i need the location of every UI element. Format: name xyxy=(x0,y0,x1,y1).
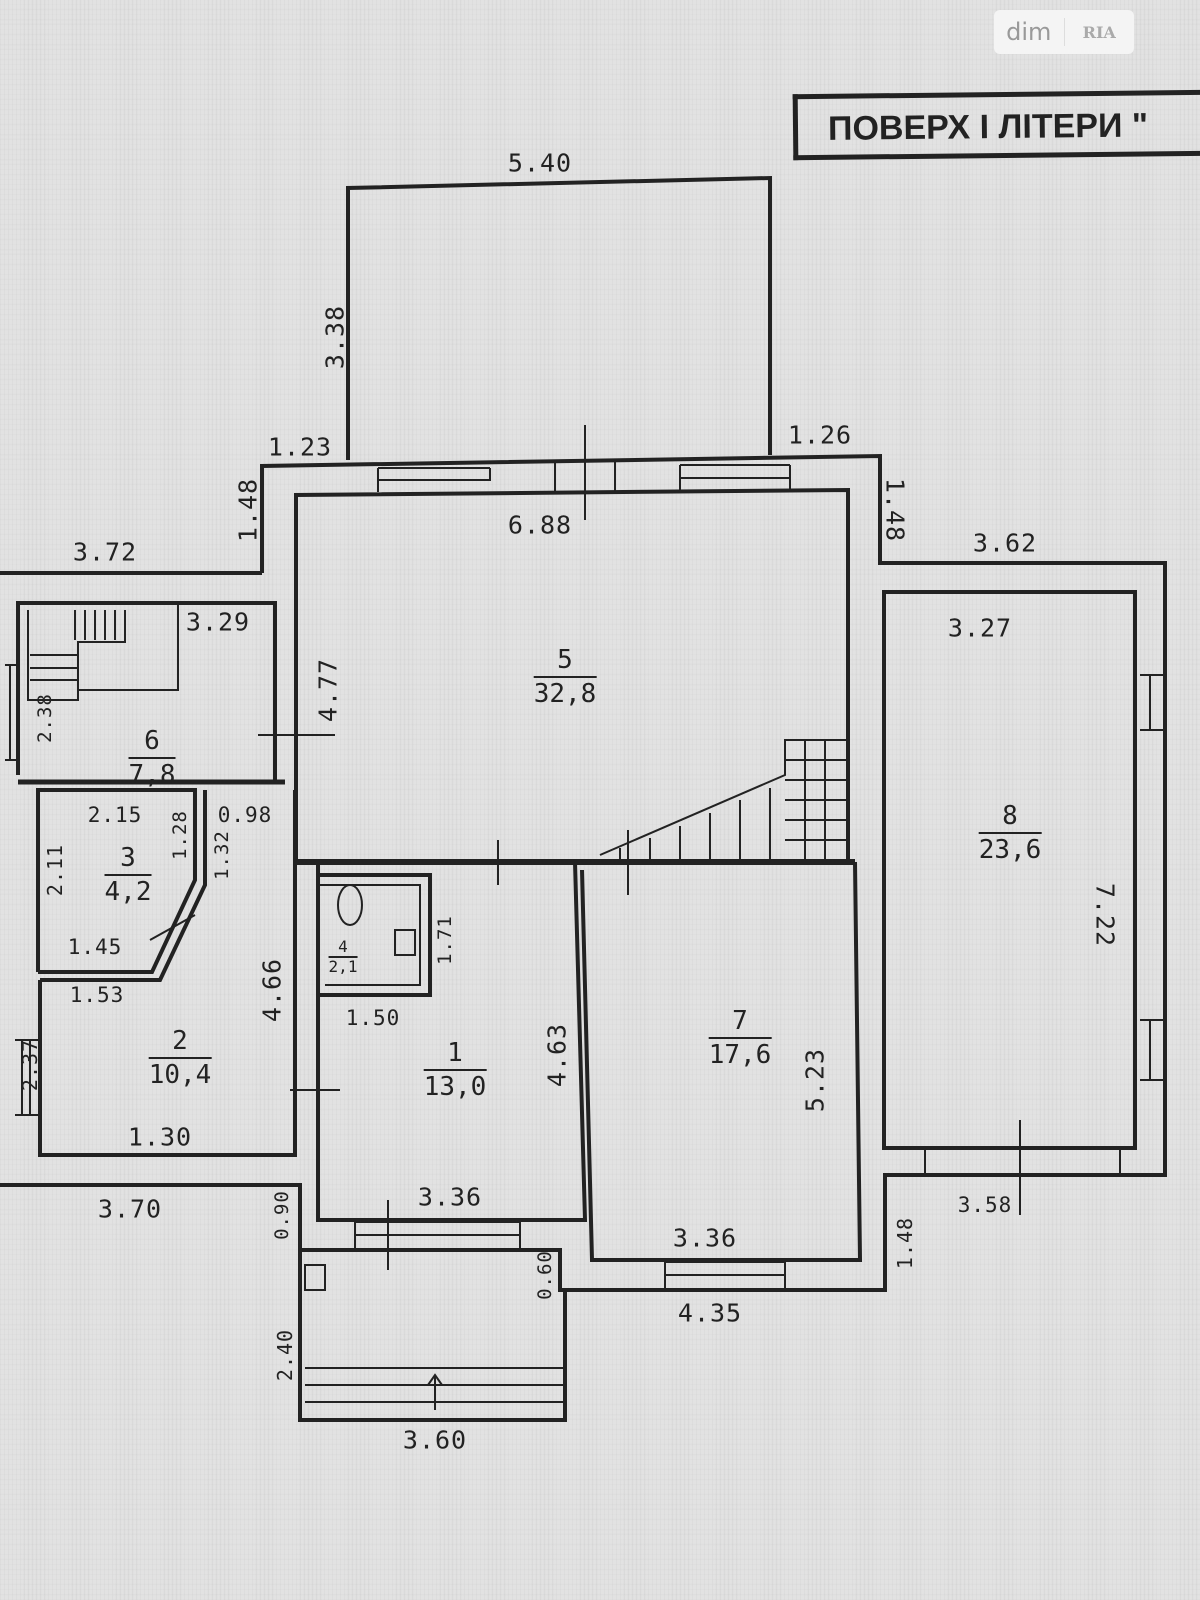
room-3-wall xyxy=(36,788,197,974)
dim-label: 2.11 xyxy=(43,843,67,897)
dim-label: 1.28 xyxy=(169,810,191,860)
right-windows xyxy=(924,674,1165,1175)
room-1-wall xyxy=(316,861,588,1222)
dim-label: 2.37 xyxy=(18,1038,42,1092)
bottom-windows xyxy=(354,1221,786,1290)
dim-label: 1.50 xyxy=(345,1006,401,1030)
dim-label: 3.58 xyxy=(957,1193,1013,1217)
dim-label: 1.71 xyxy=(434,915,456,965)
dim-label: 3.36 xyxy=(417,1182,483,1212)
room-area: 2,1 xyxy=(328,957,358,976)
dim-label: 2.38 xyxy=(34,693,56,743)
left-window xyxy=(5,664,41,1116)
room-number: 4 xyxy=(328,938,358,958)
dim-label: 1.48 xyxy=(880,477,910,543)
room-4-wall xyxy=(318,873,432,997)
room-7-wall xyxy=(580,861,863,1262)
dim-label: 0.60 xyxy=(534,1250,556,1300)
dim-label: 3.36 xyxy=(672,1223,738,1253)
dim-label: 3.62 xyxy=(972,528,1038,558)
entry-post xyxy=(304,1264,326,1291)
room-4-inner xyxy=(318,884,421,986)
room-number: 7 xyxy=(708,1005,772,1039)
watermark-ria: RIA xyxy=(1082,22,1116,42)
dim-label: 3.72 xyxy=(72,537,138,567)
entry-porch xyxy=(298,1250,567,1422)
dim-label: 1.48 xyxy=(893,1216,917,1270)
dim-label: 1.53 xyxy=(69,983,125,1007)
dim-label: 1.30 xyxy=(127,1122,193,1152)
dim-label: 7.22 xyxy=(1090,882,1120,948)
dim-label: 4.35 xyxy=(677,1298,743,1328)
dim-label: 0.98 xyxy=(217,803,273,827)
room-number: 2 xyxy=(148,1025,212,1059)
dim-label: 3.70 xyxy=(97,1194,163,1224)
room-number: 1 xyxy=(423,1037,487,1071)
top-porch-outline xyxy=(346,175,772,460)
top-windows xyxy=(377,460,791,492)
room-area: 7,8 xyxy=(128,760,176,790)
watermark-logo: dim RIA xyxy=(994,10,1134,54)
sink-icon xyxy=(394,929,416,956)
dim-label: 4.63 xyxy=(542,1022,572,1088)
room-5-wall xyxy=(294,487,850,862)
dim-label: 1.48 xyxy=(233,477,263,543)
dim-label: 2.40 xyxy=(273,1328,297,1382)
room-area: 4,2 xyxy=(104,877,152,907)
room-area: 32,8 xyxy=(533,679,597,709)
room-number: 8 xyxy=(978,800,1042,834)
dim-label: 0.90 xyxy=(271,1190,293,1240)
room-number: 5 xyxy=(533,644,597,678)
room-number: 3 xyxy=(104,842,152,876)
dim-label: 3.60 xyxy=(402,1425,468,1455)
dim-label: 1.32 xyxy=(211,830,233,880)
dim-label: 2.15 xyxy=(87,803,143,827)
stairs-5 xyxy=(599,739,848,860)
stairs-6 xyxy=(27,603,179,701)
room-area: 23,6 xyxy=(978,835,1042,865)
entry-steps xyxy=(305,1367,565,1410)
room-area: 17,6 xyxy=(708,1040,772,1070)
dim-label: 3.38 xyxy=(320,304,350,370)
dim-label: 3.29 xyxy=(185,607,251,637)
room-8-wall xyxy=(882,590,1137,1150)
watermark-dim: dim xyxy=(994,18,1065,46)
room-area: 10,4 xyxy=(148,1060,212,1090)
dim-label: 4.66 xyxy=(257,957,287,1023)
dim-label: 4.77 xyxy=(313,657,343,723)
room-area: 13,0 xyxy=(423,1072,487,1102)
toilet-icon xyxy=(337,884,363,926)
dim-label: 6.88 xyxy=(507,510,573,540)
corridor-wall xyxy=(40,790,207,982)
dim-label: 1.23 xyxy=(267,432,333,462)
dim-label: 5.23 xyxy=(800,1047,830,1113)
dim-label: 3.27 xyxy=(947,613,1013,643)
door-marks xyxy=(149,425,1021,1270)
dim-label: 1.26 xyxy=(787,420,853,450)
dim-label: 1.45 xyxy=(67,935,123,959)
dim-label: 5.40 xyxy=(507,148,573,178)
room-number: 6 xyxy=(128,725,176,759)
